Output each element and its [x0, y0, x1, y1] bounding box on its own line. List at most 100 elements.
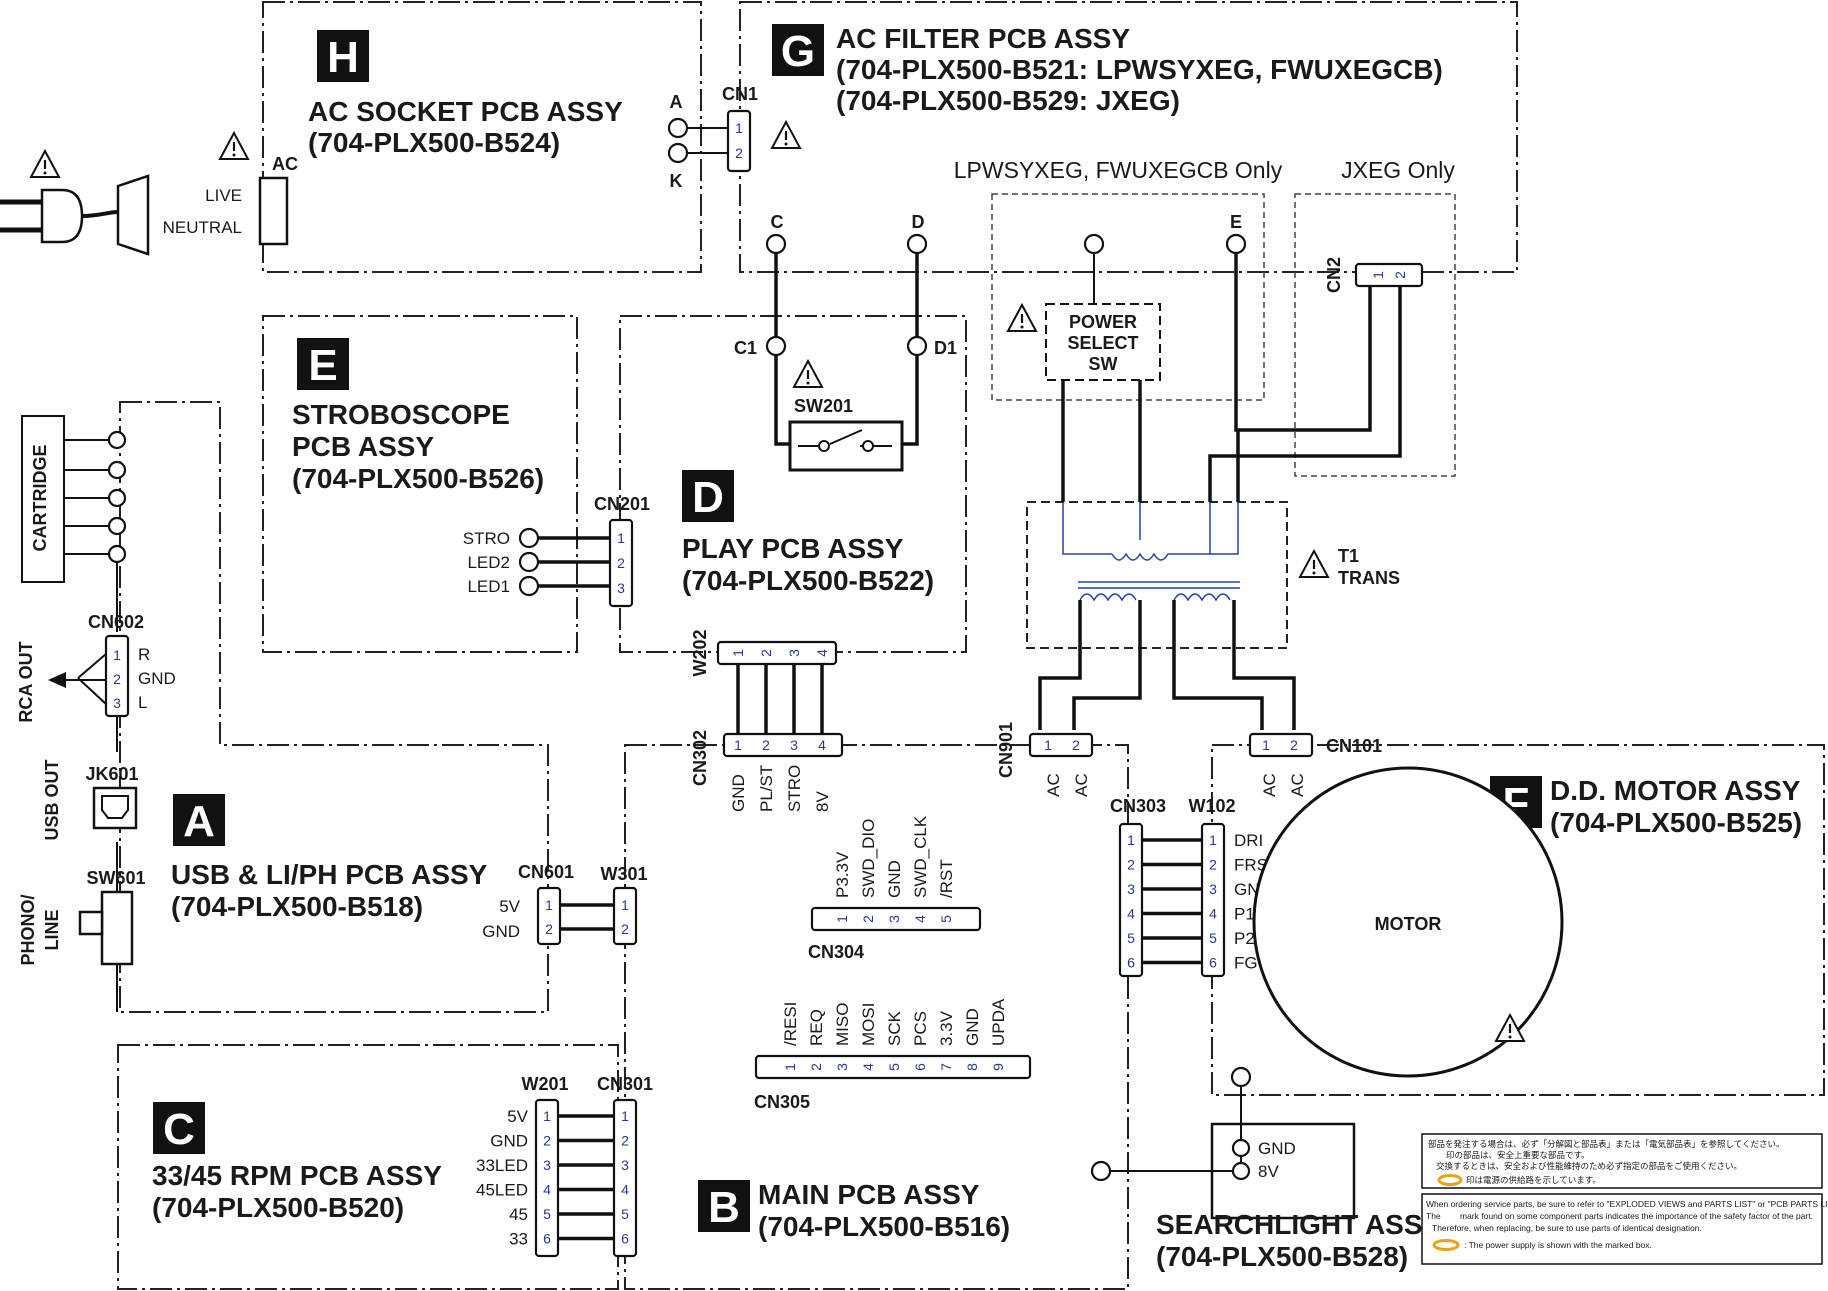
ac-filter-section: LPWSYXEG, FWUXEGCB Only JXEG Only C D E … — [765, 157, 1455, 502]
block-g-outline — [739, 1, 1518, 273]
cn304-connector — [810, 906, 982, 932]
svg-text:2: 2 — [1072, 737, 1080, 753]
cn305-connector — [754, 1054, 1032, 1080]
sw201-label: SW201 — [794, 396, 853, 416]
svg-text:SWD_CLK: SWD_CLK — [911, 815, 930, 898]
svg-text:3: 3 — [621, 1157, 629, 1173]
block-a-part: (704-PLX500-B518) — [171, 891, 423, 922]
svg-text:3: 3 — [617, 580, 625, 596]
svg-text:3: 3 — [886, 915, 902, 923]
block-f-outline — [1211, 744, 1825, 1096]
svg-text:5: 5 — [1127, 930, 1135, 946]
svg-text:2: 2 — [621, 921, 629, 937]
svg-text:GND: GND — [885, 860, 904, 898]
svg-text:The: The — [1426, 1211, 1441, 1221]
inlet-plug-icon — [116, 174, 150, 256]
transformer-outline — [1026, 501, 1288, 649]
svg-text:1: 1 — [1370, 271, 1386, 279]
svg-text:1: 1 — [545, 897, 553, 913]
badge-h — [317, 30, 369, 82]
svg-text:PCS: PCS — [911, 1011, 930, 1046]
cn601-connector — [536, 886, 562, 946]
badge-g — [772, 24, 824, 76]
t1-label: T1 — [1338, 546, 1359, 566]
terminal-d-label: D — [912, 212, 925, 232]
block-h-title: AC SOCKET PCB ASSY — [308, 96, 623, 127]
svg-text:PL/ST: PL/ST — [757, 765, 776, 812]
lpw-only-outline — [991, 193, 1265, 401]
svg-text:3: 3 — [113, 695, 121, 711]
svg-text:2: 2 — [545, 921, 553, 937]
searchlight-section: GND 8V — [1231, 1138, 1296, 1181]
svg-text:GND: GND — [482, 922, 520, 941]
svg-text:mark found on some component p: mark found on some component parts indic… — [1460, 1211, 1813, 1221]
cn303-label: CN303 — [1110, 796, 1166, 816]
block-d-title: PLAY PCB ASSY — [682, 533, 904, 564]
svg-text:33: 33 — [509, 1230, 528, 1249]
cn2-label: CN2 — [1324, 257, 1344, 293]
svg-text:3: 3 — [1127, 881, 1135, 897]
rca-out-label: RCA OUT — [16, 641, 36, 722]
line-label: LINE — [42, 909, 62, 950]
badge-h-letter: H — [327, 33, 359, 82]
svg-text:1: 1 — [1044, 737, 1052, 753]
svg-text:Therefore, when replacing, be: Therefore, when replacing, be sure to us… — [1432, 1223, 1702, 1233]
cn1-connector — [726, 109, 752, 173]
svg-text:45: 45 — [509, 1205, 528, 1224]
svg-text:UPDA: UPDA — [989, 998, 1008, 1046]
block-c-part: (704-PLX500-B520) — [152, 1192, 404, 1223]
svg-text:5: 5 — [621, 1206, 629, 1222]
svg-text:4: 4 — [1127, 906, 1135, 922]
svg-text:2: 2 — [543, 1133, 551, 1149]
w201-connector — [534, 1098, 560, 1258]
svg-text:4: 4 — [912, 915, 928, 923]
svg-text:SELECT: SELECT — [1067, 333, 1138, 353]
svg-text:2: 2 — [758, 649, 774, 657]
svg-text:1: 1 — [1209, 832, 1217, 848]
block-a-title: USB & LI/PH PCB ASSY — [171, 859, 488, 890]
svg-text:P3.3V: P3.3V — [833, 851, 852, 898]
svg-text:R: R — [138, 645, 150, 664]
ac-plug-section: AC LIVE NEUTRAL — [0, 131, 298, 256]
svg-text:5V: 5V — [507, 1107, 528, 1126]
terminal-d1-label: D1 — [934, 338, 957, 358]
svg-text:GND: GND — [138, 669, 176, 688]
svg-text:4: 4 — [818, 737, 826, 753]
svg-text:5: 5 — [938, 915, 954, 923]
svg-text:1: 1 — [621, 1108, 629, 1124]
svg-text:1: 1 — [113, 647, 121, 663]
motor-section: 1 2 CN101 AC AC MOTOR — [1230, 732, 1564, 1163]
svg-text:1: 1 — [834, 915, 850, 923]
svg-text:1: 1 — [617, 530, 625, 546]
svg-text:2: 2 — [1290, 737, 1298, 753]
power-marker-icon — [1437, 1174, 1463, 1186]
svg-text:When ordering service parts, b: When ordering service parts, be sure to … — [1426, 1199, 1828, 1209]
warning-icon — [29, 149, 61, 179]
block-e-outline — [262, 315, 578, 653]
svg-text:AC: AC — [1072, 773, 1091, 797]
svg-text:2: 2 — [860, 915, 876, 923]
strobe-section: CN201 1 2 3 STRO LED2 LED1 — [463, 494, 650, 608]
sw601-switch — [100, 890, 134, 966]
svg-text:5: 5 — [886, 1063, 902, 1071]
usb-out-label: USB OUT — [42, 759, 62, 840]
cartridge-box — [21, 415, 65, 583]
jxeg-only-outline — [1294, 193, 1456, 477]
svg-text:1: 1 — [621, 897, 629, 913]
badge-c-letter: C — [163, 1105, 195, 1154]
trans-label: TRANS — [1338, 568, 1400, 588]
terminal-c1-label: C1 — [734, 338, 757, 358]
svg-text:GND: GND — [963, 1008, 982, 1046]
svg-text:5: 5 — [543, 1206, 551, 1222]
ac-label: AC — [272, 154, 298, 174]
badge-d-letter: D — [692, 473, 724, 522]
motor-label: MOTOR — [1375, 914, 1442, 934]
usb-pcb-connectors: CN601 1 2 5V GND W301 1 2 — [482, 862, 648, 946]
cn302-connector — [722, 732, 844, 758]
block-h-part: (704-PLX500-B524) — [308, 127, 560, 158]
motor-icon — [1252, 766, 1564, 1078]
block-b-title: MAIN PCB ASSY — [758, 1179, 980, 1210]
cn302-label: CN302 — [690, 730, 710, 786]
svg-text:3: 3 — [790, 737, 798, 753]
